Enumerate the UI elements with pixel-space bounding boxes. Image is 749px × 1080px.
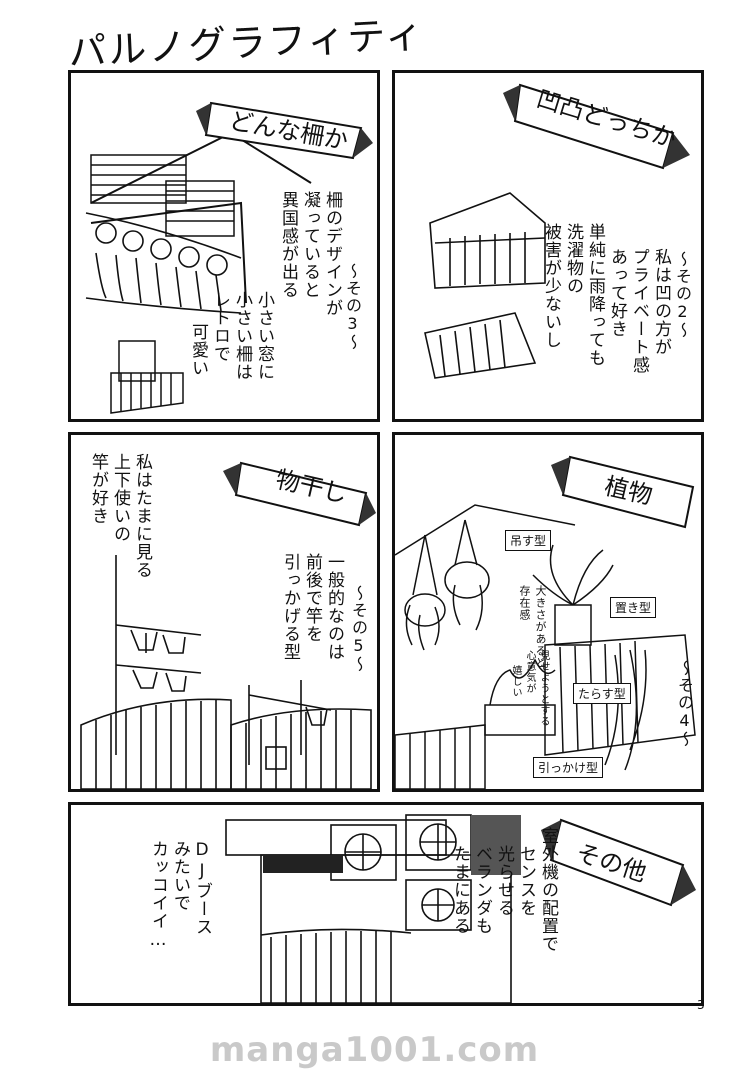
caption-line: 上下使いの [110,453,130,543]
caption-line: 小さい柵は [232,291,252,381]
heading: 〜その4〜 [675,660,694,748]
note-line: 大きさがあると [534,585,547,669]
page-number: 3 [697,998,705,1012]
caption-line: 可愛い [188,323,208,377]
caption-line: 単純に雨降っても [585,223,605,367]
caption-line: プライベート感 [629,248,649,374]
caption-line: 室外機の配置で [538,827,558,953]
tag-label: 引っかけ型 [533,757,604,778]
tag-label: 吊す型 [505,530,552,551]
caption-line: 柵のデザインが [322,191,342,317]
note-line: 嬉しい [510,665,521,698]
caption-line: 洗濯物の [563,223,583,295]
caption-line: 小さい窓に [254,291,274,381]
heading: 〜その5〜 [349,585,368,673]
caption-line: 凝っていると [300,191,320,299]
panel-laundry-pole: 物干し 〜その5〜 私はたまに見る 上下使いの 竿が好き 一般的なのは 前後で竿… [68,432,380,792]
note-line: 見せようとする [538,650,549,727]
caption-line: たまにある [450,845,470,935]
caption-line: みたいで [170,840,190,912]
plants-illustration [395,455,696,789]
laundry-illustration [80,461,376,789]
page-title: パルノグラフィティ [67,11,427,75]
caption-line: あって好き [607,248,627,338]
balcony-illustration [424,83,690,379]
heading: 〜その2〜 [673,251,692,339]
caption-line: 私は凹の方が [651,248,671,356]
caption-line: 異国感が出る [278,191,298,299]
tag-label: たらす型 [573,683,631,704]
caption-line: 光らせる [494,845,514,917]
caption-line: ベランダも [472,845,492,935]
panel-railing: どんな柵か 〜その3〜 柵のデザインが 凝っていると 異国感が出る 小さい窓に … [68,70,380,422]
panel-concave-convex: 凹凸どっちか 〜その2〜 私は凹の方が プライベート感 あって好き 単純に雨降っ… [392,70,704,422]
heading: 〜その3〜 [343,263,362,351]
panel-other: その他 室外機の配置で センスを 光らせる ベランダも たまにある DJブース … [68,802,704,1006]
caption-line: 被害が少ないし [541,223,561,349]
caption-line: DJブース [192,840,212,936]
note-line: 心意気が [524,650,535,694]
panel-plants: 植物 〜その4〜 吊す型 置き型 たらす型 引っかけ型 大きさがあると 存在感 … [392,432,704,792]
note-line: 存在感 [518,585,531,621]
ac-unit-illustration [225,814,696,1003]
watermark: manga1001.com [209,1030,540,1070]
caption-line: 前後で竿を [302,553,322,643]
caption-line: 竿が好き [88,453,108,525]
caption-line: 引っかげる型 [280,553,300,661]
tag-label: 置き型 [610,597,657,618]
caption-line: レトロで [210,291,230,363]
caption-line: カッコイイ… [148,840,168,951]
caption-line: センスを [516,845,536,917]
caption-line: 私はたまに見る [132,453,152,579]
caption-line: 一般的なのは [324,553,344,661]
railing-illustration [85,101,373,414]
